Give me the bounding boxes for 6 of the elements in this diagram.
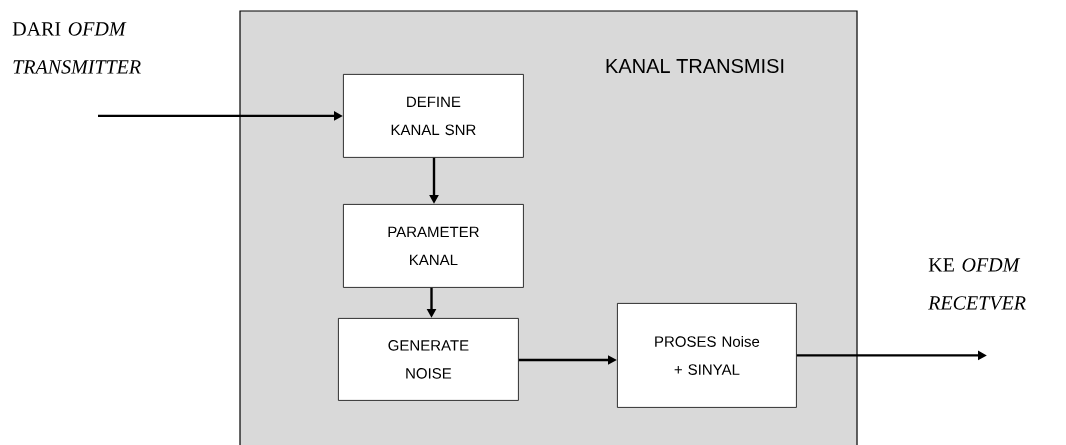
process-box: PARAMETER KANAL bbox=[343, 204, 524, 288]
process-box: GENERATE NOISE bbox=[338, 318, 519, 401]
signal-label: KE OFDM RECETVER bbox=[928, 258, 1026, 310]
process-box: PROSES Noise + SINYAL bbox=[617, 303, 797, 408]
process-box: DEFINE KANAL SNR bbox=[343, 74, 524, 158]
signal-label: DARI OFDM TRANSMITTER bbox=[12, 22, 141, 74]
